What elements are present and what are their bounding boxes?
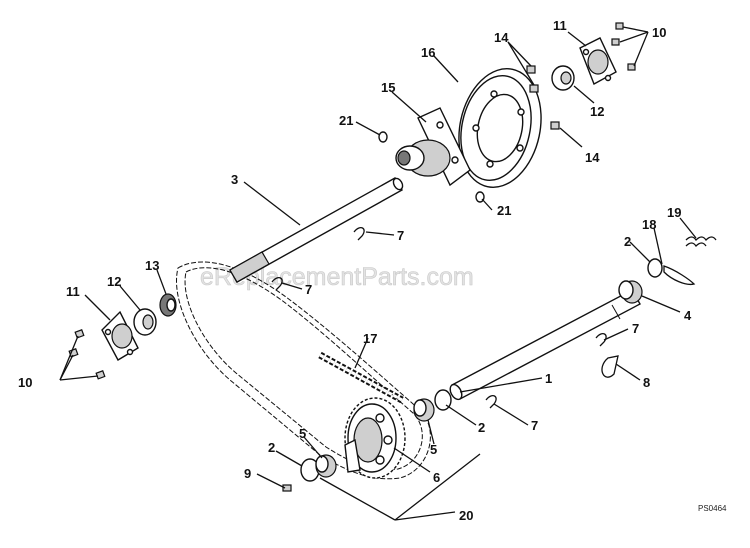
part-10-bolts-left[interactable] [68, 329, 106, 380]
callout-15: 15 [381, 80, 395, 95]
drawing-code: PS0464 [698, 504, 727, 513]
callout-5-left: 5 [299, 426, 306, 441]
callout-11-right: 11 [553, 18, 567, 33]
part-3-drive-shaft[interactable] [229, 177, 404, 283]
callout-21-upper: 21 [339, 113, 353, 128]
callout-2-upper: 2 [624, 234, 631, 249]
callout-14-lower: 14 [585, 150, 600, 165]
callout-7-right: 7 [632, 321, 639, 336]
callout-16: 16 [421, 45, 435, 60]
callout-14-upper: 14 [494, 30, 509, 45]
callout-20: 20 [459, 508, 473, 523]
callout-1: 1 [545, 371, 552, 386]
callout-7-lower: 7 [531, 418, 538, 433]
part-1-axle[interactable] [448, 289, 641, 401]
part-9-screw[interactable] [282, 484, 292, 492]
callout-2-lower: 2 [268, 440, 275, 455]
part-5-bushing-left[interactable] [315, 454, 337, 478]
part-19-spring[interactable] [685, 236, 717, 248]
callout-13: 13 [145, 258, 159, 273]
callout-3: 3 [231, 172, 238, 187]
part-13-small-sprocket[interactable] [159, 293, 177, 317]
callout-2-middle: 2 [478, 420, 485, 435]
part-6-sprocket[interactable] [344, 397, 406, 479]
callout-6: 6 [433, 470, 440, 485]
callout-18: 18 [642, 217, 656, 232]
callout-12-left: 12 [107, 274, 121, 289]
callout-5-right: 5 [430, 442, 437, 457]
part-2-washer-upper[interactable] [647, 258, 663, 278]
callout-7-upper: 7 [397, 228, 404, 243]
part-21-clip-upper[interactable] [378, 131, 388, 143]
part-7-pin-middle[interactable] [271, 277, 283, 291]
part-18-spring-arm[interactable] [663, 265, 696, 286]
part-11-flange-left[interactable] [101, 310, 139, 361]
part-8-hairpin[interactable] [601, 355, 619, 378]
callout-4: 4 [684, 308, 692, 323]
part-11-flange-right[interactable] [579, 37, 617, 85]
callout-12-right: 12 [590, 104, 604, 119]
part-5-bushing-right[interactable] [413, 398, 435, 422]
callout-10-right: 10 [652, 25, 666, 40]
leader-lines [59, 26, 697, 521]
part-7-pin-right[interactable] [595, 333, 607, 347]
part-10-bolts-right[interactable] [611, 22, 636, 71]
part-4-bushing[interactable] [618, 280, 643, 304]
callout-11-left: 11 [66, 284, 80, 299]
callout-10-left: 10 [18, 375, 32, 390]
part-15-hub[interactable] [395, 107, 471, 187]
part-12-bearing-right[interactable] [551, 65, 575, 91]
callout-9: 9 [244, 466, 251, 481]
callout-labels: 1 2 2 2 3 4 5 5 6 7 7 7 7 8 9 10 10 11 1… [18, 18, 692, 523]
callout-7-middle: 7 [305, 282, 312, 297]
part-7-pin-lower[interactable] [485, 395, 497, 409]
part-17-chain[interactable] [176, 261, 431, 480]
callout-19: 19 [667, 205, 681, 220]
callout-21-lower: 21 [497, 203, 511, 218]
callout-17: 17 [363, 331, 377, 346]
part-7-pin-upper[interactable] [353, 227, 365, 241]
callout-8: 8 [643, 375, 650, 390]
part-16-pulley[interactable] [448, 61, 551, 195]
part-12-bearing-left[interactable] [133, 308, 157, 336]
